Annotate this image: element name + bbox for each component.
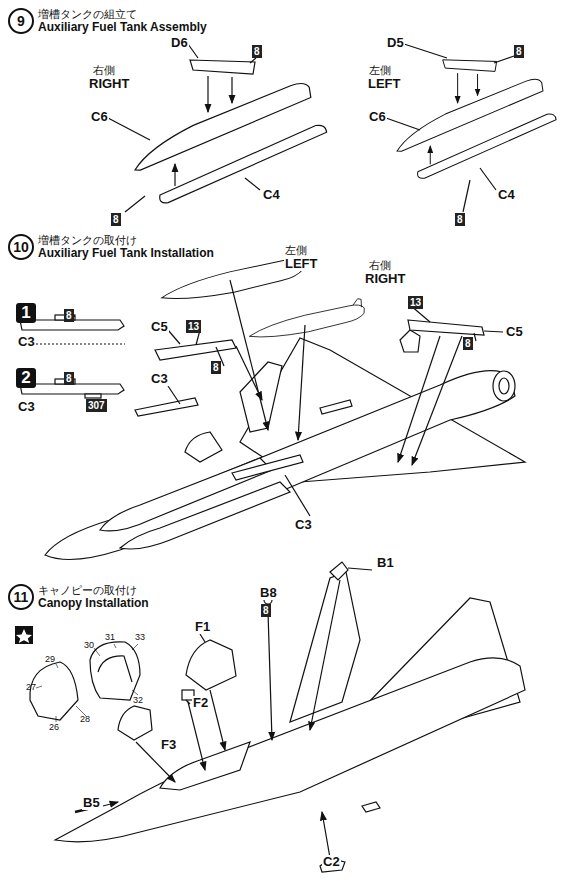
part-label: C3 [150, 372, 169, 386]
heading-japanese: キャノピーの取付け [38, 584, 149, 597]
part-label: C3 [17, 335, 36, 349]
part-label: RIGHT [88, 77, 130, 91]
part-label: C2 [322, 855, 341, 869]
part-label: C4 [497, 188, 516, 202]
callout-number: 8 [514, 45, 524, 58]
callout-text: 8 [254, 46, 260, 57]
callout-text: 8 [213, 362, 219, 373]
callout-text: 8 [457, 214, 463, 225]
step-heading: 10増槽タンクの取付けAuxiliary Fuel Tank Installat… [8, 234, 214, 260]
part-label: C5 [150, 320, 169, 334]
step-heading: 11キャノピーの取付けCanopy Installation [8, 584, 149, 610]
part-label: B5 [82, 796, 101, 810]
part-label: F2 [192, 696, 209, 710]
heading-column: 増槽タンクの組立てAuxiliary Fuel Tank Assembly [38, 8, 207, 34]
callout-number: 8 [64, 372, 74, 385]
inset-part-number: 28 [79, 712, 91, 726]
part-label: C3 [294, 518, 313, 532]
heading-column: 増槽タンクの取付けAuxiliary Fuel Tank Installatio… [38, 234, 214, 260]
callout-number: 8 [261, 604, 271, 617]
step-number: 10 [8, 234, 34, 260]
callout-text: 8 [113, 214, 119, 225]
part-label: LEFT [284, 257, 319, 271]
callout-number: 8 [211, 361, 221, 374]
option-mark: 2 [16, 368, 36, 388]
part-label: F1 [194, 620, 211, 634]
inset-part-number: 26 [48, 720, 60, 734]
part-label: 左側 [368, 63, 392, 77]
callout-number: 8 [455, 213, 465, 226]
inset-part-number: 30 [83, 638, 95, 652]
part-label: 右側 [368, 258, 392, 272]
part-label: 左側 [284, 243, 308, 257]
inset-part-number: 32 [132, 693, 144, 707]
part-label: F3 [160, 738, 177, 752]
part-label: D5 [386, 36, 405, 50]
callout-number: 8 [111, 213, 121, 226]
callout-text: 307 [88, 400, 105, 411]
callout-text: 8 [465, 338, 471, 349]
part-label: C6 [90, 110, 109, 124]
part-label: B8 [259, 586, 278, 600]
heading-english: Auxiliary Fuel Tank Installation [38, 247, 214, 260]
callout-text: 13 [188, 321, 199, 332]
callout-number: 307 [86, 399, 107, 412]
inset-part-number: 27 [25, 680, 37, 694]
inset-part-number: 31 [104, 630, 116, 644]
inset-part-number: 29 [44, 652, 56, 666]
part-label: C6 [368, 110, 387, 124]
part-label: C3 [17, 400, 36, 414]
callout-text: 1 [21, 303, 30, 322]
callout-text: 8 [516, 46, 522, 57]
part-label: LEFT [367, 77, 402, 91]
step-number: 9 [8, 8, 34, 34]
inset-part-number: 33 [134, 630, 146, 644]
part-label: RIGHT [364, 272, 406, 286]
callout-number: 13 [186, 320, 201, 333]
callout-text: 13 [410, 297, 421, 308]
heading-english: Canopy Installation [38, 597, 149, 610]
part-label: C5 [505, 325, 524, 339]
callout-text: 8 [66, 310, 72, 321]
part-label: D6 [170, 36, 189, 50]
part-label: 右側 [92, 63, 116, 77]
heading-english: Auxiliary Fuel Tank Assembly [38, 21, 207, 34]
heading-japanese: 増槽タンクの組立て [38, 8, 207, 21]
callout-number: 8 [64, 309, 74, 322]
callout-text: 8 [263, 605, 269, 616]
callout-number: 13 [408, 296, 423, 309]
step-number: 11 [8, 584, 34, 610]
option-mark: 1 [16, 303, 36, 323]
heading-column: キャノピーの取付けCanopy Installation [38, 584, 149, 610]
callout-number: 8 [463, 337, 473, 350]
part-label: C4 [262, 188, 281, 202]
part-label: B1 [376, 556, 395, 570]
callout-text: 2 [21, 368, 30, 387]
callout-text: 8 [66, 373, 72, 384]
callout-number: 8 [252, 45, 262, 58]
heading-japanese: 増槽タンクの取付け [38, 234, 214, 247]
step-heading: 9増槽タンクの組立てAuxiliary Fuel Tank Assembly [8, 8, 207, 34]
